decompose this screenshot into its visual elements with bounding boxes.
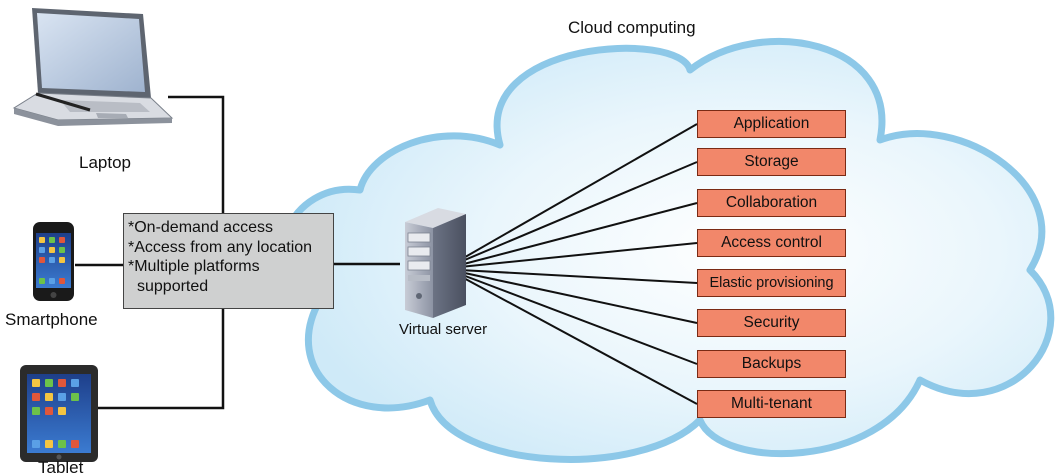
device-label-smartphone: Smartphone [5, 310, 98, 329]
access-feature-item: *On-demand access [128, 219, 273, 236]
access-feature-item: *Access from any location [128, 238, 313, 256]
service-box-storage: Storage [697, 148, 846, 176]
connector-security [459, 271, 698, 324]
service-box-security: Security [697, 309, 846, 337]
access-feature-item: supported [137, 277, 209, 295]
tablet-icon [20, 365, 98, 462]
server-icon [405, 208, 466, 318]
service-box-multi-tenant: Multi-tenant [697, 390, 846, 418]
connector-elastic-provisioning [459, 269, 698, 284]
connector-multi-tenant [459, 275, 698, 405]
cloud-shape [279, 38, 1055, 463]
smartphone-icon [33, 222, 74, 301]
connector-backups [459, 273, 698, 365]
connector-application [459, 123, 698, 261]
access-feature-item: *Multiple platforms [128, 258, 260, 275]
connector-storage [459, 161, 698, 263]
service-box-application: Application [697, 110, 846, 138]
laptop-connector [168, 95, 225, 213]
device-label-laptop: Laptop [79, 153, 131, 172]
service-box-backups: Backups [697, 350, 846, 378]
laptop-icon [12, 8, 174, 126]
server-label: Virtual server [399, 321, 488, 338]
device-label-tablet: Tablet [38, 458, 84, 475]
service-connectors [459, 123, 698, 405]
service-box-access-control: Access control [697, 229, 846, 257]
connector-access-control [459, 242, 698, 268]
device-connectors [75, 95, 400, 410]
service-box-elastic-provisioning: Elastic provisioning [697, 269, 846, 297]
service-box-collaboration: Collaboration [697, 189, 846, 217]
tablet-connector [98, 309, 225, 410]
connector-collaboration [459, 202, 698, 266]
access-features-box: *On-demand access *Access from any locat… [123, 213, 334, 309]
diagram-title: Cloud computing [568, 18, 696, 37]
